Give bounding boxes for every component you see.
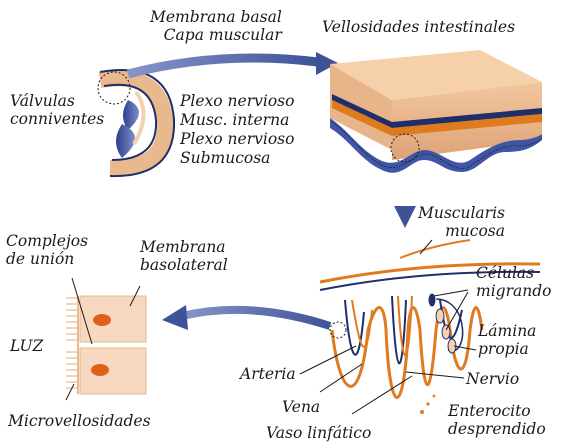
label-lamina-propia: Lámina propia [478,322,537,358]
label-layers-list: Plexo nervioso Musc. interna Plexo nervi… [180,92,295,167]
label-celulas-migrando: Células migrando [476,264,552,300]
villus-detail-figure [319,239,541,414]
leader-lines [299,239,477,415]
zoom-circle-1 [97,71,131,105]
enterocytes-figure [66,295,147,395]
label-microvellosidades: Microvellosidades [8,412,151,430]
label-complejos-union: Complejos de unión [6,232,89,268]
label-membrana-basolateral: Membrana basolateral [140,238,228,274]
label-vena: Vena [282,398,321,416]
label-arteria: Arteria [240,365,296,383]
label-membrana-basal: Membrana basal Capa muscular [150,8,282,44]
label-nervio: Nervio [466,370,520,388]
arrow-to-enterocytes [181,305,332,330]
nucleus [93,314,111,326]
label-enterocito-desprendido: Enterocito desprendido [448,402,546,438]
label-muscularis-mucosa: Muscularis mucosa [418,204,505,240]
arrow-to-villi-block [126,53,319,79]
villi-block-figure [330,50,543,173]
enterocyte-leader-lines [65,277,141,401]
label-luz: LUZ [10,337,44,355]
zoom-circle-3 [329,321,347,339]
nucleus [91,364,109,376]
zoom-circle-2 [390,133,420,163]
label-vaso-linfatico: Vaso linfático [266,424,372,442]
label-valvulas-conniventes: Válvulas conniventes [10,92,105,128]
label-vellosidades-intestinales: Vellosidades intestinales [322,18,516,36]
valvulas-conniventes-figure [97,69,176,178]
